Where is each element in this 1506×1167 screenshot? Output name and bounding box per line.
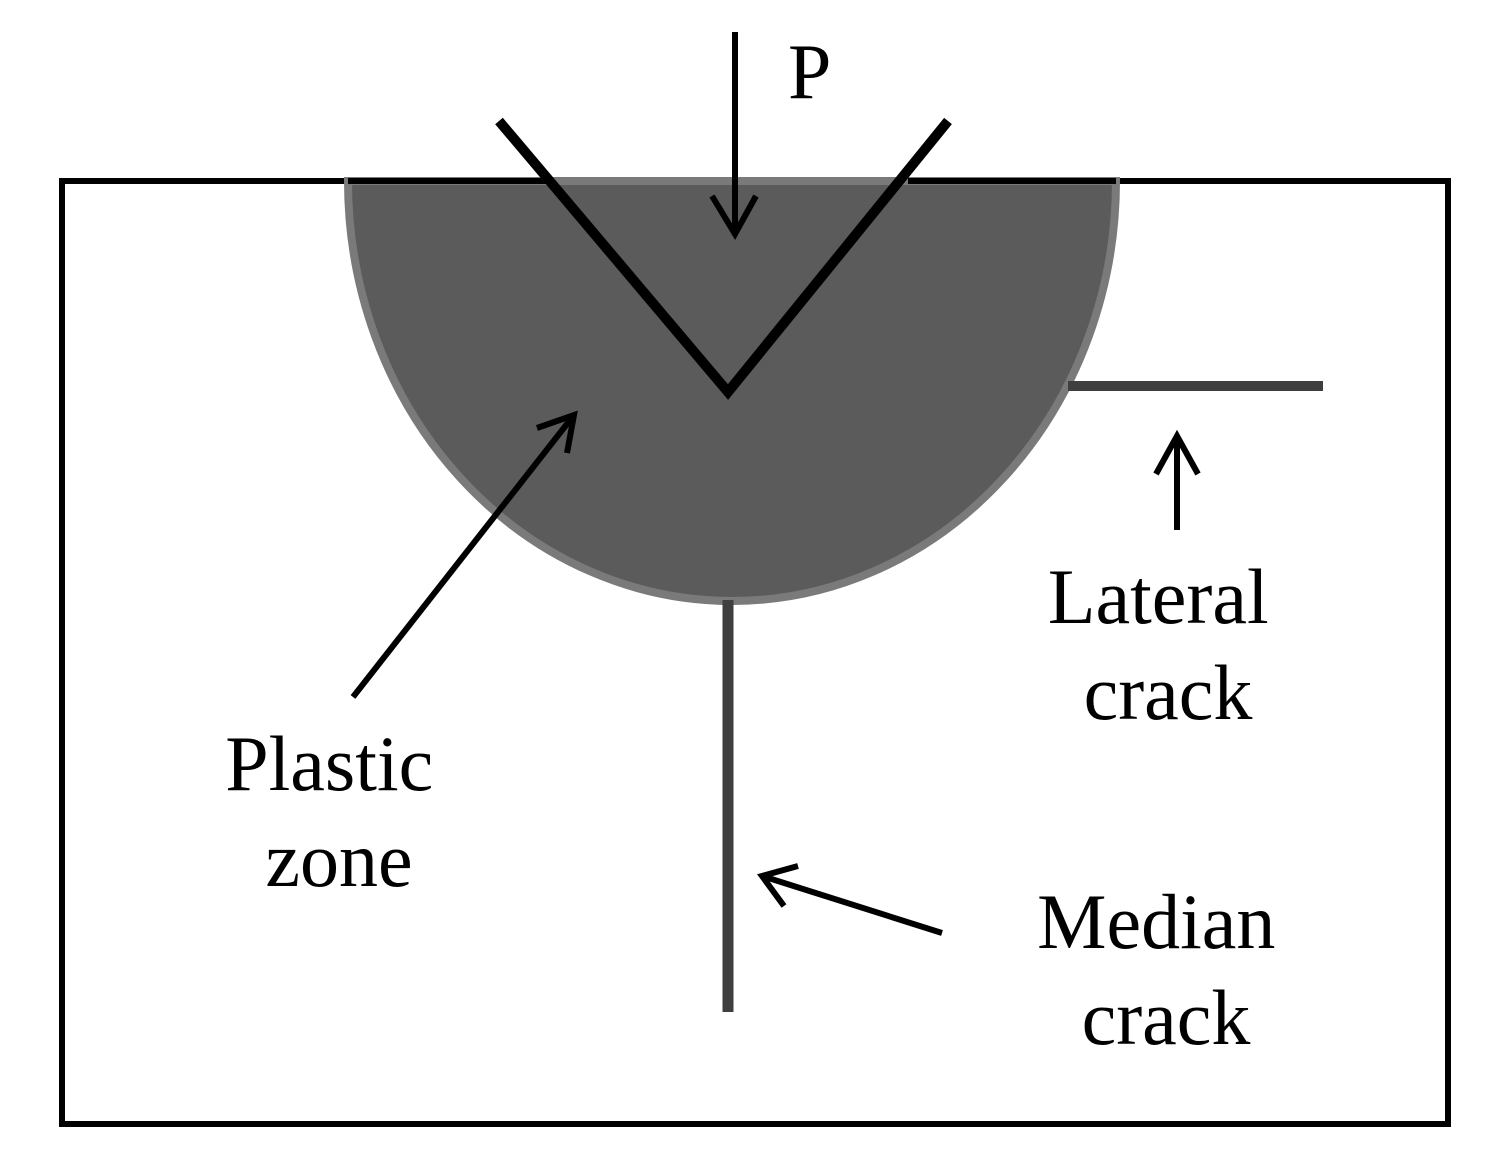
plastic-zone-label-line2: zone (265, 816, 412, 903)
median-crack-label-line1: Median (1037, 878, 1275, 965)
load-label: P (788, 28, 831, 115)
lateral-crack-arrow (1153, 429, 1201, 530)
load-arrow (709, 32, 759, 240)
lateral-crack-label-line2: crack (1084, 649, 1253, 736)
lateral-crack-label: Lateral crack (1048, 553, 1288, 736)
plastic-zone-arrow (350, 410, 578, 699)
median-crack-label: Median crack (1037, 878, 1295, 1061)
median-crack-arrow (757, 863, 943, 936)
plastic-zone-label: Plastic zone (225, 720, 453, 903)
plastic-zone-label-line1: Plastic (225, 720, 433, 807)
median-crack-label-line2: crack (1082, 974, 1251, 1061)
indenter (495, 117, 952, 400)
lateral-crack-label-line1: Lateral (1048, 553, 1269, 640)
